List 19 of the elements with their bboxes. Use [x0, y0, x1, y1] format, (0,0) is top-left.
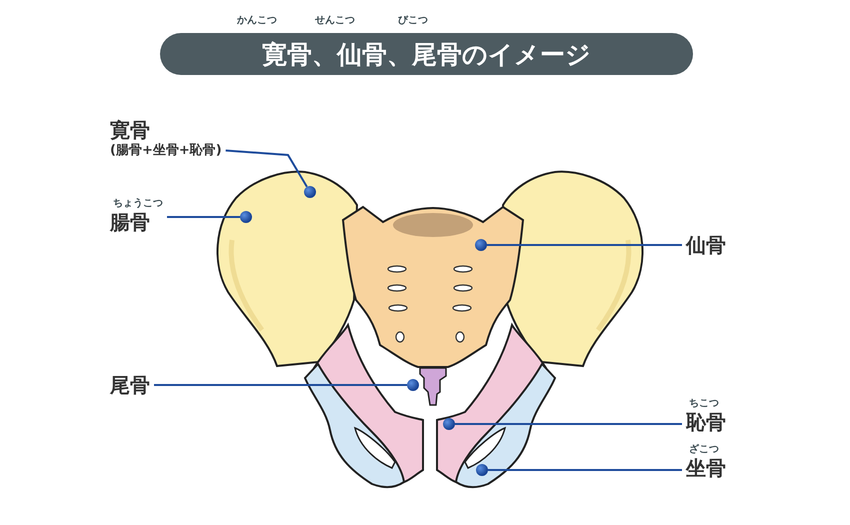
reading-text: かんこつ: [237, 15, 277, 27]
leader-line: [487, 244, 682, 246]
leader-line: [455, 423, 682, 425]
bone-label: 恥骨: [686, 410, 726, 434]
bone-label: 腸骨: [110, 210, 151, 234]
leader-line: [488, 469, 682, 471]
title-text: 寛骨、仙骨、尾骨のイメージ: [262, 38, 591, 70]
reading-text: ちょうこつ: [112, 198, 163, 210]
reading-text: ざこつ: [688, 444, 720, 456]
note-text: (腸骨+坐骨+恥骨): [110, 142, 222, 159]
reading-text: ちこつ: [688, 398, 720, 410]
marker-dot: [407, 379, 419, 391]
reading-text: びこつ: [398, 15, 428, 27]
reading-text: せんこつ: [315, 15, 355, 27]
bone-label: 尾骨: [110, 373, 150, 397]
leader-line: [154, 384, 407, 386]
bone-label: 仙骨: [686, 233, 726, 257]
bone-label: 寛骨: [110, 118, 151, 142]
bone-label: 坐骨: [686, 456, 726, 480]
